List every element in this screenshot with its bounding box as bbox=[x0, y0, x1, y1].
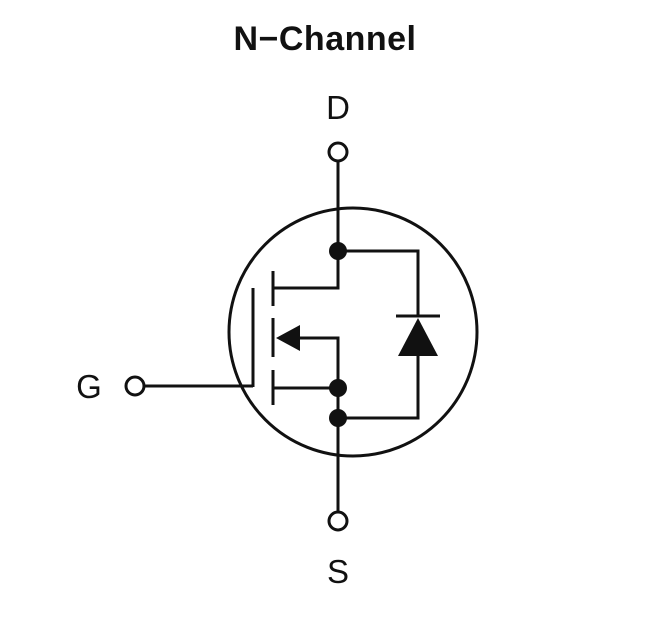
body-arrow-icon bbox=[276, 325, 300, 351]
junction-source-upper bbox=[329, 379, 347, 397]
gate-label: G bbox=[76, 368, 102, 405]
drain-channel-wire bbox=[273, 251, 340, 290]
junction-source-lower bbox=[329, 409, 347, 427]
package-circle bbox=[227, 206, 479, 458]
diagram-title: N−Channel bbox=[233, 20, 417, 58]
source-label: S bbox=[327, 553, 349, 590]
gate-terminal bbox=[124, 375, 146, 397]
body-wire bbox=[300, 336, 340, 388]
junction-drain bbox=[329, 242, 347, 260]
diode-bottom-wire bbox=[338, 356, 420, 420]
diode-top-wire bbox=[338, 249, 420, 316]
drain-terminal bbox=[327, 141, 349, 163]
source-terminal bbox=[327, 510, 349, 532]
diode-triangle-icon bbox=[398, 318, 438, 356]
drain-label: D bbox=[326, 89, 350, 126]
